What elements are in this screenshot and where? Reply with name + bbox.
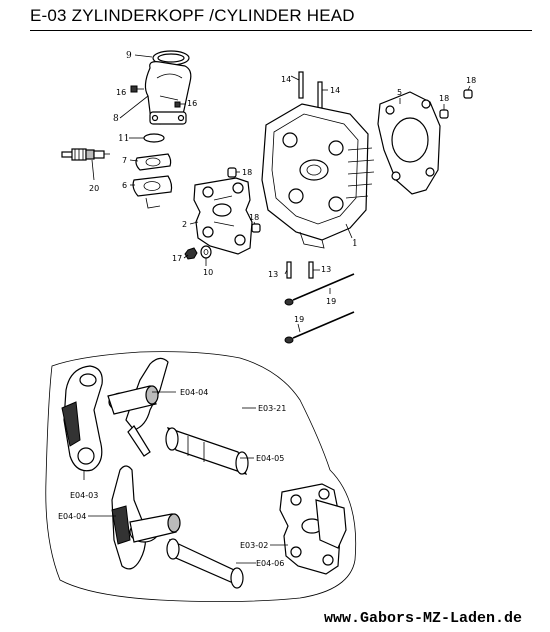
label-1: 1 bbox=[352, 239, 358, 249]
part-17-nut bbox=[184, 247, 198, 260]
label-14-b: 14 bbox=[330, 86, 340, 95]
part-13-pin-b bbox=[308, 261, 314, 279]
label-18-a: 18 bbox=[242, 168, 252, 177]
label-9: 9 bbox=[126, 51, 132, 61]
label-e04-04-lower: E04-04 bbox=[58, 512, 86, 521]
label-18-c: 18 bbox=[439, 94, 449, 103]
part-16-bolt-left bbox=[130, 85, 144, 93]
label-e04-05: E04-05 bbox=[256, 454, 284, 463]
label-2: 2 bbox=[182, 220, 187, 229]
part-8-intake-manifold bbox=[144, 61, 192, 125]
part-18-dowel-d bbox=[463, 89, 473, 99]
part-19-bolt-a bbox=[284, 273, 355, 306]
label-6: 6 bbox=[122, 181, 127, 190]
label-18-d: 18 bbox=[466, 76, 476, 85]
leader-lines-upper bbox=[91, 54, 471, 333]
label-19-b: 19 bbox=[294, 315, 304, 324]
part-e03-02-camshaft-holder bbox=[279, 483, 347, 575]
part-5-head-gasket bbox=[377, 91, 441, 195]
label-e04-03: E04-03 bbox=[70, 491, 98, 500]
website-footer[interactable]: www.Gabors-MZ-Laden.de bbox=[323, 610, 522, 627]
label-13-b: 13 bbox=[321, 265, 331, 274]
label-10: 10 bbox=[203, 268, 213, 277]
label-5: 5 bbox=[397, 88, 402, 97]
part-16-bolt-right bbox=[174, 101, 186, 108]
part-9-intake-ring bbox=[152, 50, 190, 66]
label-7: 7 bbox=[122, 156, 127, 165]
label-16-left: 16 bbox=[116, 88, 126, 97]
label-16-right: 16 bbox=[187, 99, 197, 108]
label-8: 8 bbox=[113, 114, 119, 124]
part-19-bolt-b bbox=[284, 311, 355, 344]
part-e04-04-rocker-arm-lower bbox=[111, 465, 181, 570]
label-e03-02: E03-02 bbox=[240, 541, 268, 550]
part-e04-04-rocker-arm-upper bbox=[107, 357, 169, 457]
part-7-gasket bbox=[135, 153, 172, 171]
part-18-dowel-b bbox=[251, 223, 261, 233]
part-1-cylinder-head bbox=[261, 103, 375, 249]
part-e04-06-rocker-shaft bbox=[166, 538, 244, 589]
part-10-washer bbox=[200, 245, 212, 259]
label-18-b: 18 bbox=[249, 213, 259, 222]
label-20: 20 bbox=[89, 184, 99, 193]
part-2-camshaft-holder bbox=[193, 177, 253, 255]
part-6-insulator bbox=[132, 175, 173, 209]
title-underline bbox=[30, 30, 532, 31]
leader-lines-lower bbox=[83, 391, 288, 564]
part-13-pin-a bbox=[286, 261, 292, 279]
label-11: 11 bbox=[118, 134, 129, 144]
part-11-o-ring bbox=[143, 133, 165, 143]
part-18-dowel-c bbox=[439, 109, 449, 119]
part-18-dowel-a bbox=[227, 167, 237, 178]
part-e04-03-rocker-arm bbox=[61, 365, 103, 472]
page-title: E-03 ZYLINDERKOPF /CYLINDER HEAD bbox=[30, 6, 355, 25]
label-14-a: 14 bbox=[281, 75, 291, 84]
label-e03-21: E03-21 bbox=[258, 404, 286, 413]
label-e04-06: E04-06 bbox=[256, 559, 284, 568]
part-e04-05-rocker-shaft bbox=[165, 427, 249, 475]
part-20-spark-plug bbox=[61, 148, 110, 161]
part-14-stud-b bbox=[317, 81, 323, 109]
subassembly-outline bbox=[45, 351, 357, 602]
part-14-stud-a bbox=[298, 71, 304, 99]
label-13-a: 13 bbox=[268, 270, 278, 279]
label-19-a: 19 bbox=[326, 297, 336, 306]
label-17: 17 bbox=[172, 254, 182, 263]
label-e04-04-upper: E04-04 bbox=[180, 388, 208, 397]
